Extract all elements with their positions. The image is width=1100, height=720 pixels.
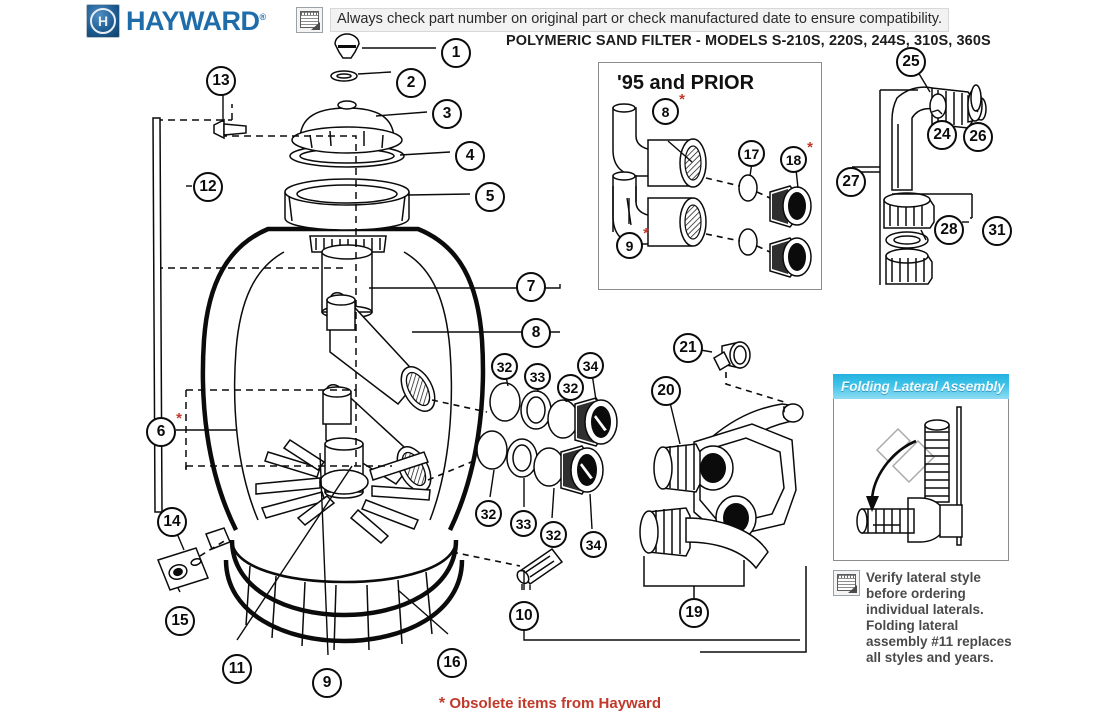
callout-20-label: 20	[657, 382, 675, 399]
obsolete-star-inset-8: *	[679, 91, 685, 108]
callout-13-label: 13	[212, 72, 230, 89]
callout-10[interactable]: 10	[509, 601, 539, 631]
callout-21-label: 21	[679, 339, 697, 356]
callout-31-label: 31	[988, 222, 1006, 239]
verify-lateral-note: Verify lateral style before ordering ind…	[833, 570, 1033, 666]
callout-4-label: 4	[465, 147, 475, 164]
callout-4[interactable]: 4	[455, 141, 485, 171]
hayward-mark-letter: H	[90, 8, 116, 34]
callout-32-lower-b-label: 32	[545, 526, 562, 543]
callout-32-upper-a-label: 32	[496, 358, 513, 375]
callout-11-label: 11	[228, 660, 246, 677]
inset-fla-title: Folding Lateral Assembly	[841, 379, 1005, 394]
callout-25[interactable]: 25	[896, 47, 926, 77]
callout-32-upper-b[interactable]: 32	[557, 374, 584, 401]
callout-34-upper[interactable]: 34	[577, 352, 604, 379]
callout-11[interactable]: 11	[222, 654, 252, 684]
callout-34-lower[interactable]: 34	[580, 531, 607, 558]
callout-21[interactable]: 21	[673, 333, 703, 363]
callout-28-label: 28	[940, 221, 958, 238]
callout-8[interactable]: 8	[521, 318, 551, 348]
inset-folding-lateral-assembly: Folding Lateral Assembly	[833, 374, 1009, 562]
callout-14[interactable]: 14	[157, 507, 187, 537]
callout-32-lower-a[interactable]: 32	[475, 500, 502, 527]
verify-lateral-note-text: Verify lateral style before ordering ind…	[866, 570, 1012, 665]
callout-3[interactable]: 3	[432, 99, 462, 129]
obsolete-star-inset-18: *	[807, 139, 813, 156]
inset-callout-17[interactable]: 17	[738, 140, 765, 167]
callout-2-label: 2	[406, 74, 416, 91]
callout-27[interactable]: 27	[836, 167, 866, 197]
inset-callout-9[interactable]: 9 *	[616, 225, 649, 259]
callout-33-lower[interactable]: 33	[510, 510, 537, 537]
callout-15[interactable]: 15	[165, 606, 195, 636]
callout-19-label: 19	[685, 604, 703, 621]
callout-27-label: 27	[842, 173, 860, 190]
callout-13[interactable]: 13	[206, 66, 236, 96]
callout-34-lower-label: 34	[585, 536, 602, 553]
callout-7[interactable]: 7	[516, 272, 546, 302]
callout-20[interactable]: 20	[651, 376, 681, 406]
callout-2[interactable]: 2	[396, 68, 426, 98]
callout-8-label: 8	[531, 324, 541, 341]
inset-fla-header: Folding Lateral Assembly	[833, 374, 1009, 399]
inset-callout-8[interactable]: 8 *	[652, 91, 685, 125]
callout-24[interactable]: 24	[927, 120, 957, 150]
calendar-note-icon	[833, 570, 860, 596]
header-note-text: Always check part number on original par…	[330, 8, 950, 32]
callout-31[interactable]: 31	[982, 216, 1012, 246]
callout-14-label: 14	[163, 513, 181, 530]
callout-9[interactable]: 9	[312, 668, 342, 698]
calendar-note-icon	[296, 7, 323, 33]
callout-9-label: 9	[322, 674, 332, 691]
callout-12-label: 12	[199, 178, 217, 195]
hayward-logo: H HAYWARD®	[86, 4, 284, 38]
callout-16-label: 16	[443, 654, 461, 671]
callout-33-upper[interactable]: 33	[524, 363, 551, 390]
callout-32-lower-b[interactable]: 32	[540, 521, 567, 548]
callout-28[interactable]: 28	[934, 215, 964, 245]
callout-34-upper-label: 34	[582, 357, 599, 374]
obsolete-star-6: *	[176, 410, 182, 427]
inset-fla-illustration	[833, 399, 1009, 561]
inset-callout-9-label: 9	[625, 237, 634, 254]
callout-19[interactable]: 19	[679, 598, 709, 628]
page-title: POLYMERIC SAND FILTER - MODELS S-210S, 2…	[506, 33, 991, 49]
callout-25-label: 25	[902, 53, 920, 70]
callout-1-label: 1	[451, 44, 461, 61]
inset-callout-18-label: 18	[785, 151, 802, 168]
callout-26-label: 26	[969, 128, 987, 145]
callout-32-upper-a[interactable]: 32	[491, 353, 518, 380]
callout-1[interactable]: 1	[441, 38, 471, 68]
callout-6-label: 6	[156, 423, 166, 440]
inset-callout-8-label: 8	[661, 103, 670, 120]
trademark-symbol: ®	[259, 11, 267, 22]
callout-5[interactable]: 5	[475, 182, 505, 212]
obsolete-items-footer: * Obsolete items from Hayward	[0, 695, 1100, 713]
callout-26[interactable]: 26	[963, 122, 993, 152]
callout-15-label: 15	[171, 612, 189, 629]
callout-16[interactable]: 16	[437, 648, 467, 678]
callout-24-label: 24	[933, 126, 951, 143]
inset-callout-18[interactable]: 18 *	[780, 139, 813, 173]
inset-95-caption: '95 and PRIOR	[617, 72, 755, 94]
callout-10-label: 10	[515, 607, 533, 624]
inset-callout-17-label: 17	[743, 145, 760, 162]
callout-32-lower-a-label: 32	[480, 505, 497, 522]
obsolete-footer-text: Obsolete items from Hayward	[449, 695, 662, 712]
callout-33-lower-label: 33	[515, 515, 532, 532]
callout-12[interactable]: 12	[193, 172, 223, 202]
callout-33-upper-label: 33	[529, 368, 546, 385]
callout-32-upper-b-label: 32	[562, 379, 579, 396]
callout-5-label: 5	[485, 188, 495, 205]
callout-6[interactable]: 6 *	[146, 410, 182, 447]
obsolete-star-inset-9: *	[643, 225, 649, 242]
hayward-wordmark: HAYWARD®	[126, 5, 267, 36]
header-compatibility-note: Always check part number on original par…	[296, 5, 950, 35]
hayward-h-mark-icon: H	[86, 4, 120, 38]
callout-3-label: 3	[442, 105, 452, 122]
obsolete-asterisk: *	[438, 695, 446, 712]
callout-7-label: 7	[526, 278, 536, 295]
